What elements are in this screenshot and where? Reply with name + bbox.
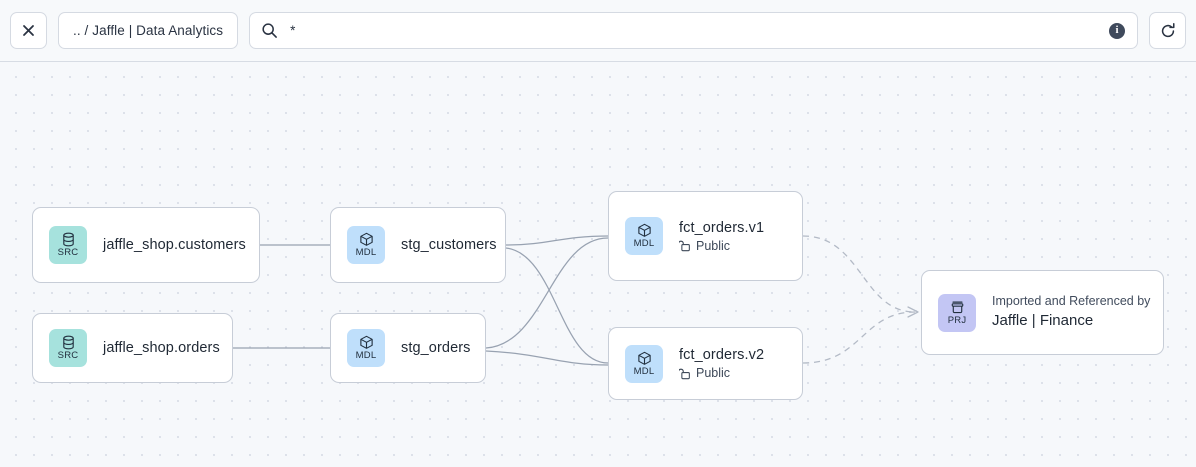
- cube-icon: [359, 336, 373, 350]
- node-stg-customers[interactable]: MDL stg_customers: [330, 207, 506, 283]
- node-body: stg_customers: [401, 237, 505, 253]
- node-title: fct_orders.v1: [679, 219, 765, 236]
- node-jaffle-shop-customers[interactable]: SRC jaffle_shop.customers: [32, 207, 260, 283]
- close-icon: [23, 25, 34, 36]
- close-button[interactable]: [10, 12, 47, 49]
- edge-v1-to-project: [802, 235, 916, 313]
- node-jaffle-shop-orders[interactable]: SRC jaffle_shop.orders: [32, 313, 233, 383]
- project-kicker: Imported and Referenced by: [992, 294, 1151, 309]
- node-body: stg_orders: [401, 340, 485, 356]
- node-visibility: Public: [679, 366, 764, 380]
- info-icon[interactable]: i: [1109, 22, 1125, 39]
- edge-v2-to-project: [802, 311, 916, 364]
- node-visibility: Public: [679, 239, 764, 253]
- database-icon: [62, 335, 74, 350]
- graph-canvas[interactable]: SRC jaffle_shop.customers MDL stg_custom…: [0, 62, 1196, 467]
- edge-stgcust-to-v2: [505, 247, 609, 364]
- breadcrumb-label: .. / Jaffle | Data Analytics: [73, 23, 224, 38]
- node-badge-kind: MDL: [355, 247, 377, 259]
- cube-icon: [637, 224, 651, 238]
- node-title: stg_orders: [401, 340, 471, 356]
- node-badge-kind: SRC: [57, 350, 79, 362]
- node-fct-orders-v2[interactable]: MDL fct_orders.v2 Public: [608, 327, 803, 400]
- node-title: jaffle_shop.customers: [103, 237, 246, 253]
- node-badge-prj: PRJ: [938, 293, 976, 332]
- node-badge-kind: SRC: [57, 247, 79, 259]
- unlock-icon: [679, 240, 690, 252]
- node-title: stg_customers: [401, 237, 497, 253]
- project-name: Jaffle | Finance: [992, 311, 1094, 329]
- cube-icon: [359, 233, 373, 247]
- node-body: jaffle_shop.orders: [103, 340, 232, 356]
- node-badge-mdl: MDL: [625, 344, 663, 383]
- node-title: fct_orders.v2: [679, 347, 765, 363]
- node-jaffle-finance-project[interactable]: PRJ Imported and Referenced by Jaffle | …: [921, 270, 1164, 355]
- search-icon: [262, 23, 278, 38]
- edge-arrowhead: [907, 306, 919, 318]
- node-body: jaffle_shop.customers: [103, 237, 259, 253]
- search-input[interactable]: [290, 23, 1109, 38]
- node-title: jaffle_shop.orders: [103, 340, 220, 356]
- node-badge-mdl: MDL: [625, 217, 663, 255]
- node-badge-mdl: MDL: [347, 329, 385, 367]
- node-visibility-label: Public: [696, 238, 731, 253]
- node-body: fct_orders.v2 Public: [679, 347, 778, 380]
- node-badge-src: SRC: [49, 329, 87, 367]
- cube-icon: [637, 351, 651, 365]
- node-body: Imported and Referenced by Jaffle | Fina…: [992, 294, 1163, 330]
- package-icon: [951, 301, 963, 313]
- search-bar[interactable]: i: [249, 12, 1138, 49]
- unlock-icon: [679, 368, 690, 379]
- edge-stgord-to-v2: [485, 350, 609, 366]
- node-badge-kind: MDL: [633, 365, 655, 377]
- edge-stgcust-to-v1: [505, 235, 609, 246]
- database-icon: [62, 232, 74, 247]
- node-visibility-label: Public: [696, 366, 731, 380]
- node-badge-kind: MDL: [355, 350, 377, 362]
- node-badge-mdl: MDL: [347, 226, 385, 264]
- node-badge-kind: PRJ: [947, 314, 967, 326]
- breadcrumb[interactable]: .. / Jaffle | Data Analytics: [58, 12, 239, 49]
- node-fct-orders-v1[interactable]: MDL fct_orders.v1 Public: [608, 191, 803, 281]
- toolbar: .. / Jaffle | Data Analytics i: [0, 0, 1196, 62]
- node-badge-src: SRC: [49, 226, 87, 264]
- node-stg-orders[interactable]: MDL stg_orders: [330, 313, 486, 383]
- node-badge-kind: MDL: [633, 238, 655, 250]
- refresh-icon: [1161, 22, 1175, 37]
- node-body: fct_orders.v1 Public: [679, 220, 778, 253]
- refresh-button[interactable]: [1149, 12, 1186, 49]
